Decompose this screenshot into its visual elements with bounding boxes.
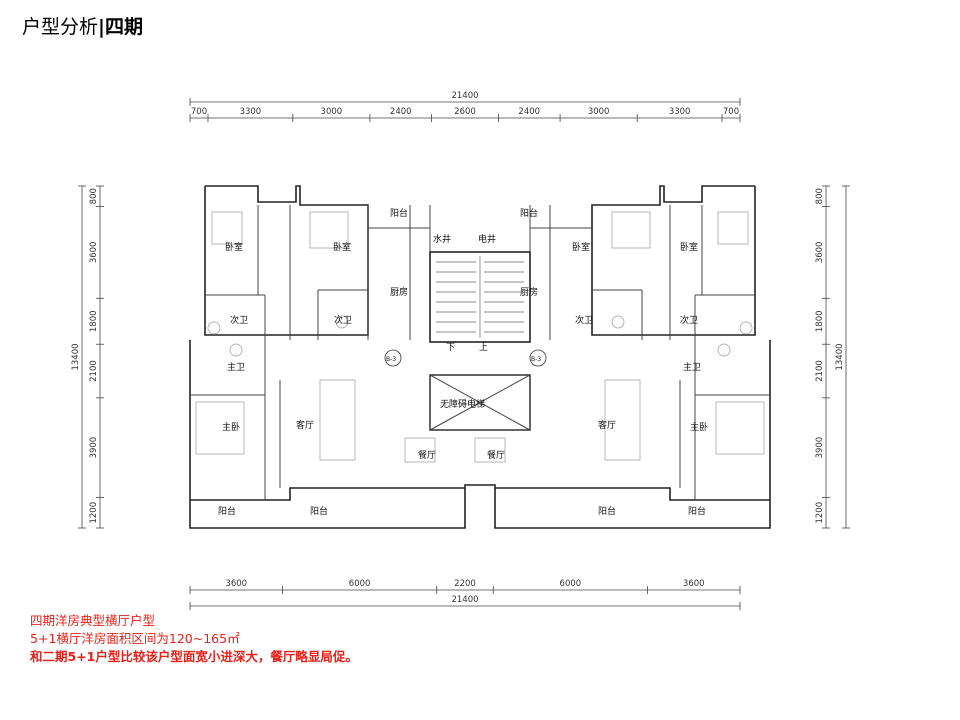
label-down: 下 [446, 343, 455, 353]
dim-right-segment: 1200 [815, 502, 825, 524]
title-phase: 四期 [104, 16, 143, 38]
outer-wall-left [204, 185, 369, 336]
dimension-lines [78, 98, 850, 610]
label-dining-2: 餐厅 [487, 449, 505, 461]
dim-right-segment: 3600 [815, 242, 825, 264]
label-elec-shaft: 电井 [478, 233, 496, 245]
dim-bottom-segment: 3600 [225, 579, 247, 589]
dim-bottom-segment: 6000 [560, 579, 582, 589]
label-balcony-6: 阳台 [688, 505, 706, 517]
unit-tag-right: B-3 [531, 356, 541, 363]
page-title: 户型分析|四期 [22, 12, 143, 39]
label-bedroom-4: 卧室 [680, 241, 698, 253]
label-bedroom-3: 卧室 [572, 241, 590, 253]
label-balcony-2: 阳台 [520, 207, 538, 219]
lower-inner [190, 487, 465, 501]
label-dining-1: 餐厅 [418, 449, 436, 461]
label-bedroom-1: 卧室 [225, 241, 243, 253]
label-water-shaft: 水井 [433, 233, 451, 245]
label-elevator: 无障碍电梯 [440, 398, 485, 410]
label-second-bath-3: 次卫 [575, 314, 593, 326]
dim-left-total: 13400 [71, 343, 81, 370]
analysis-notes: 四期洋房典型横厅户型 5+1横厅洋房面积区间为120~165㎡ 和二期5+1户型… [30, 612, 358, 666]
dim-left-segment: 1200 [89, 502, 99, 524]
note-line-3: 和二期5+1户型比较该户型面宽小进深大，餐厅略显局促。 [30, 649, 358, 664]
dim-top-total: 21400 [451, 91, 478, 101]
label-balcony-3: 阳台 [218, 505, 236, 517]
label-balcony-4: 阳台 [310, 505, 328, 517]
stair-core [429, 251, 531, 343]
dim-right-segment: 1800 [815, 310, 825, 332]
dim-top-segment: 700 [191, 107, 207, 117]
label-main-bath-2: 主卫 [683, 361, 701, 373]
label-balcony-1: 阳台 [390, 207, 408, 219]
unit-tag-left-marker [384, 349, 402, 367]
label-living-2: 客厅 [598, 419, 616, 431]
lower-inner-right [495, 487, 770, 501]
note-line-2: 5+1横厅洋房面积区间为120~165㎡ [30, 631, 240, 646]
label-master-bedroom-1: 主卧 [222, 421, 240, 433]
unit-tag-right-marker [529, 349, 547, 367]
dim-top-segment: 3000 [321, 107, 343, 117]
dim-right-segment: 3900 [815, 437, 825, 459]
note-line-1: 四期洋房典型横厅户型 [30, 613, 156, 628]
dim-bottom-total: 21400 [451, 595, 478, 605]
dim-bottom-segment: 3600 [683, 579, 705, 589]
walls [189, 185, 771, 529]
label-kitchen-1: 厨房 [390, 286, 408, 298]
label-up: 上 [479, 342, 488, 353]
dim-right-segment: 800 [815, 188, 825, 204]
outer-wall-right [591, 185, 756, 336]
dim-bottom-segment: 2200 [454, 579, 476, 589]
label-master-bedroom-2: 主卧 [690, 421, 708, 433]
dim-left-segment: 3600 [89, 242, 99, 264]
dim-top-segment: 2400 [390, 107, 412, 117]
dim-top-segment: 2400 [518, 107, 540, 117]
title-separator: | [98, 16, 105, 38]
dim-left-segment: 1800 [89, 310, 99, 332]
dim-top-segment: 2600 [454, 107, 476, 117]
label-main-bath-1: 主卫 [227, 361, 245, 373]
dim-top-segment: 3300 [240, 107, 262, 117]
label-second-bath-4: 次卫 [680, 314, 698, 326]
dim-left-segment: 800 [89, 188, 99, 204]
dim-left-segment: 2100 [89, 360, 99, 382]
label-balcony-5: 阳台 [598, 505, 616, 517]
label-second-bath-1: 次卫 [230, 314, 248, 326]
dimension-labels: 21400 700 3300 3000 2400 2600 2400 3000 3300 700 3… [71, 91, 845, 605]
dim-left-segment: 3900 [89, 437, 99, 459]
furniture [195, 211, 765, 463]
unit-tags [384, 349, 547, 367]
dim-top-segment: 3300 [669, 107, 691, 117]
dim-top-segment: 3000 [588, 107, 610, 117]
unit-tag-left: B-3 [386, 356, 396, 363]
dim-right-segment: 2100 [815, 360, 825, 382]
lower-envelope [189, 340, 771, 529]
label-bedroom-2: 卧室 [333, 241, 351, 253]
room-labels: 卧室 卧室 卧室 卧室 次卫 次卫 次卫 次卫 主卫 主卫 主卧 主卧 客厅 客… [218, 207, 708, 517]
dim-top-segment: 700 [723, 107, 739, 117]
label-second-bath-2: 次卫 [334, 314, 352, 326]
elevator-shaft [429, 374, 531, 431]
partitions [190, 205, 770, 500]
title-main: 户型分析 [22, 16, 99, 38]
dim-bottom-segment: 6000 [349, 579, 371, 589]
label-kitchen-2: 厨房 [520, 286, 538, 298]
label-living-1: 客厅 [296, 419, 314, 431]
dim-right-total: 13400 [835, 343, 845, 370]
